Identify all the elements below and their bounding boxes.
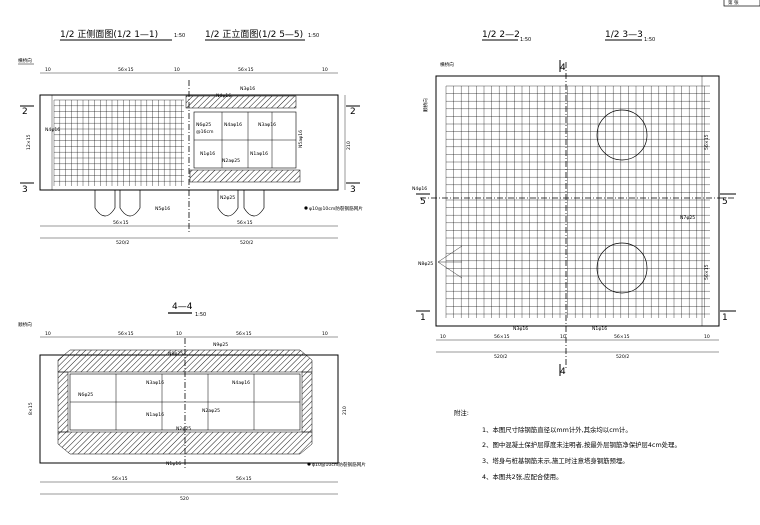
direction-label-right-side: 顺桥向 [422, 98, 429, 112]
view-title-section-44: 4—4 [172, 302, 193, 312]
dim-v2-right-vertical: 210 [342, 406, 348, 415]
rebar-label-n2a-section: N2aφ25 [202, 408, 220, 414]
dim-v1-right-cover: 10 [322, 67, 328, 73]
view-scale-plan-top: 1:50 [520, 37, 531, 43]
dim-v3-right-cover: 10 [704, 334, 710, 340]
dim-v3-full-a: 520/2 [494, 354, 507, 360]
rebar-label-n3-top: N3φ16 [240, 86, 255, 92]
view-scale-half-side: 1:50 [174, 33, 185, 39]
notes-block: 附注: 1、本图尺寸除钢筋直径以mm计外,其余均以cm计。 2、图中混凝土保护层… [454, 408, 681, 481]
section-mark-1-left: 1 [420, 313, 426, 323]
section-mark-3-left: 3 [22, 185, 28, 195]
view-scale-plan-bottom: 1:50 [644, 37, 655, 43]
rebar-label-n2a-front: N2aφ25 [222, 158, 240, 164]
rebar-label-n6: N6φ25 [196, 122, 211, 128]
view-scale-half-front: 1:50 [308, 33, 319, 39]
dim-v1-right-vertical: 210 [346, 141, 352, 150]
rebar-label-n5: N5φ16 [155, 206, 170, 212]
rebar-label-n2-section: N2φ25 [176, 426, 191, 432]
view-title-half-side: 1/2 正侧面图(1/2 1—1) [60, 28, 158, 40]
plan-rebar-grid [445, 85, 710, 318]
dim-v3-left-cover: 10 [440, 334, 446, 340]
dim-v1-bottom-half-b: 56×15 [237, 220, 253, 226]
section-mark-1-right: 1 [722, 313, 728, 323]
dim-v2-bottom-half-b: 56×15 [236, 476, 252, 482]
sheet-corner-tag: 第 张 [723, 0, 760, 7]
dim-v1-bottom-half-a: 56×15 [113, 220, 129, 226]
rebar-label-n3-plan: N3φ16 [513, 326, 528, 332]
section-mark-4-top: 4 [560, 63, 566, 73]
rebar-label-n4-plan: N4φ16 [412, 186, 427, 192]
dim-v1-full-b: 520/2 [240, 240, 253, 246]
view-title-plan-bottom: 1/2 3—3 [605, 30, 643, 40]
dim-v1-mid-cover: 10 [174, 67, 180, 73]
dim-v3-full-b: 520/2 [616, 354, 629, 360]
dim-v3-vertical-bottom: 56×15 [704, 264, 710, 280]
rebar-label-n1-front: N1φ16 [200, 151, 215, 157]
note-item-1: 1、本图尺寸除钢筋直径以mm计外,其余均以cm计。 [482, 425, 632, 434]
dim-v1-full-a: 520/2 [116, 240, 129, 246]
mesh-note-lower: φ10@10cm防裂钢筋网片 [312, 461, 366, 468]
dim-v2-full: 520 [180, 496, 189, 502]
notes-heading: 附注: [454, 408, 469, 417]
rebar-label-n3a-section: N3aφ16 [146, 380, 164, 386]
section-mark-5-right: 5 [722, 197, 728, 207]
dim-v3-half-a: 56×15 [494, 334, 510, 340]
rebar-label-n1-section: N1φ16 [166, 461, 181, 467]
dim-v3-mid-cover: 10 [560, 334, 566, 340]
dim-v1-left-cover: 10 [45, 67, 51, 73]
rebar-label-n8-section: N8φ25 [168, 351, 183, 357]
rebar-label-n3a: N3aφ16 [258, 122, 276, 128]
rebar-label-n4-left: N4φ16 [45, 127, 60, 133]
dim-v2-bottom-half-a: 56×15 [112, 476, 128, 482]
dim-v2-half-a: 56×15 [118, 331, 134, 337]
dim-v2-left-cover: 10 [45, 331, 51, 337]
dim-v3-half-b: 56×15 [614, 334, 630, 340]
section-mark-2-right: 2 [350, 107, 356, 117]
direction-label-upper-left: 横桥向 [18, 57, 32, 64]
rebar-label-n4a-section: N4aφ16 [232, 380, 250, 386]
section-mark-3-right: 3 [350, 185, 356, 195]
rebar-label-n4a: N4aφ16 [224, 122, 242, 128]
dim-v1-half-b: 56×15 [238, 67, 254, 73]
rebar-label-n9: N9φ25 [213, 342, 228, 348]
note-item-4: 4、本图共2张,应配合使用。 [482, 472, 562, 481]
rebar-label-n1a: N1aφ16 [250, 151, 268, 157]
view-plan-2-3: 1/2 2—2 1:50 1/2 3—3 1:50 横桥向 顺桥向 4 4 5 … [412, 30, 736, 377]
dim-v3-vertical-top: 56×15 [704, 134, 710, 150]
note-item-2: 2、图中混凝土保护层厚度未注明者,按最外层钢筋净保护层4cm处理。 [482, 440, 681, 449]
section-mark-4-bottom: 4 [560, 367, 566, 377]
dim-v2-left-vertical: 8×15 [28, 402, 34, 415]
section-mark-5-left: 5 [420, 197, 426, 207]
mesh-note-upper: φ10@10cm防裂钢筋网片 [309, 205, 363, 212]
rebar-label-n2-front: N2φ25 [220, 195, 235, 201]
direction-label-lower-left: 顺桥向 [18, 321, 32, 328]
corner-tag-text: 第 张 [728, 0, 739, 6]
dim-v1-left-vertical: 12×15 [26, 134, 32, 150]
rebar-label-n4-top: N4φ16 [216, 93, 231, 99]
direction-label-right-top: 横桥向 [440, 61, 454, 68]
rebar-label-n6-section: N6φ25 [78, 392, 93, 398]
section-mark-2-left: 2 [22, 107, 28, 117]
view-scale-section-44: 1:50 [195, 312, 206, 318]
rebar-label-n1a-section: N1aφ16 [146, 412, 164, 418]
rebar-label-n6-spacing: @16cm [196, 129, 214, 135]
rebar-label-n1-plan: N1φ16 [592, 326, 607, 332]
rebar-label-n7: N7φ25 [680, 215, 695, 221]
rebar-label-n5a: N5aφ16 [298, 130, 304, 148]
dim-v1-half-a: 56×15 [118, 67, 134, 73]
dim-v2-half-b: 56×15 [236, 331, 252, 337]
left-rebar-grid [53, 99, 184, 186]
note-item-3: 3、塔身与桩基钢筋未示,施工时注意塔身钢筋预埋。 [482, 456, 629, 465]
view-title-half-front: 1/2 正立面图(1/2 5—5) [205, 28, 303, 40]
dim-v2-right-cover: 10 [322, 331, 328, 337]
view-title-plan-top: 1/2 2—2 [482, 30, 520, 40]
rebar-label-n8-plan: N8φ25 [418, 261, 433, 267]
view-section-4-4: 4—4 1:50 顺桥向 10 56×15 10 56×15 10 56×15 … [18, 302, 366, 502]
view-half-side-front: 1/2 正侧面图(1/2 1—1) 1:50 1/2 正立面图(1/2 5—5)… [18, 28, 363, 246]
dim-v2-mid-cover: 10 [176, 331, 182, 337]
